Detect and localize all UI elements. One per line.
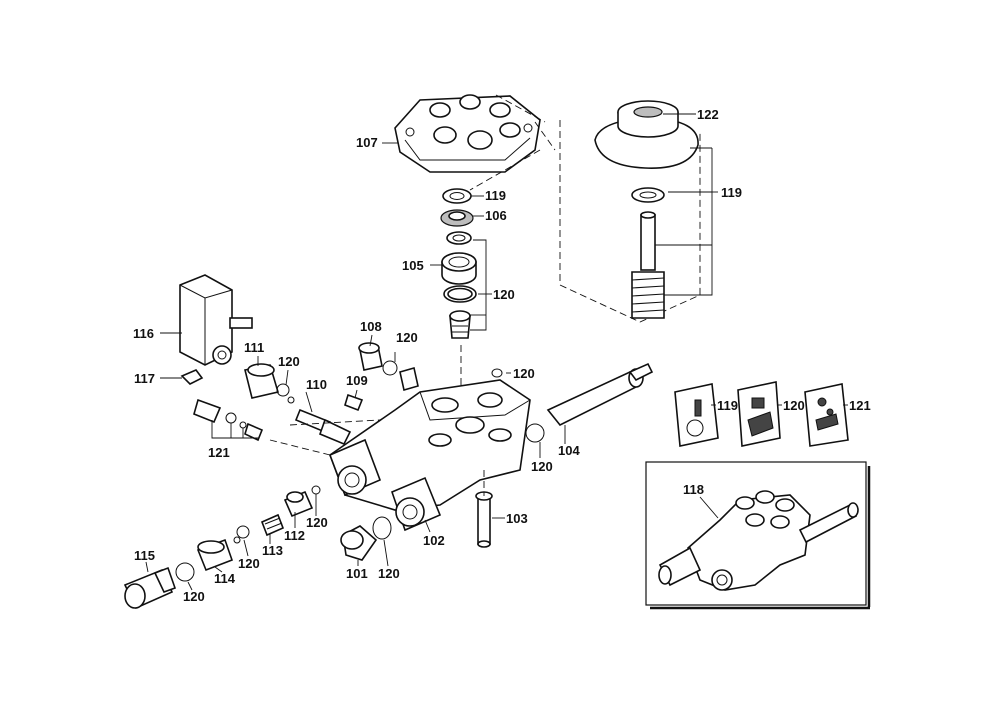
label-105: 105	[402, 258, 424, 273]
label-112: 112	[284, 528, 305, 543]
kit-120	[737, 381, 781, 447]
plug-101	[340, 516, 392, 561]
label-120-kit: 120	[783, 398, 805, 413]
label-103: 103	[506, 511, 528, 526]
kit-121	[804, 383, 849, 447]
label-119-right: 119	[721, 185, 742, 200]
label-107: 107	[356, 135, 378, 150]
leader-lines	[145, 113, 848, 591]
label-119-top: 119	[485, 188, 506, 203]
label-120-f: 120	[531, 459, 553, 474]
bolt-103	[475, 491, 493, 548]
kit-119	[674, 383, 719, 447]
label-121-kit: 121	[849, 398, 871, 413]
label-108: 108	[360, 319, 382, 334]
label-106: 106	[485, 208, 507, 223]
lower-chain	[123, 485, 321, 610]
label-104: 104	[558, 443, 580, 458]
part-labels: 107 122 119 106 119 105 120 116 108 120 …	[133, 107, 871, 604]
label-120-i: 120	[378, 566, 400, 581]
label-101: 101	[346, 566, 368, 581]
side-components	[193, 342, 503, 446]
label-102: 102	[423, 533, 445, 548]
label-121-left: 121	[208, 445, 230, 460]
label-120-stack: 120	[493, 287, 515, 302]
label-120-b: 120	[396, 330, 418, 345]
label-119-kit: 119	[717, 398, 738, 413]
label-111: 111	[244, 340, 264, 355]
valve-assembly-122	[559, 100, 701, 323]
label-120-g: 120	[306, 515, 328, 530]
label-114: 114	[214, 571, 236, 586]
label-110: 110	[306, 377, 327, 392]
label-115: 115	[134, 548, 155, 563]
pump-manifold-102	[328, 379, 531, 532]
unloader-116	[179, 274, 253, 385]
label-113: 113	[262, 543, 283, 558]
label-120-d: 120	[513, 366, 535, 381]
assembly-inset-118	[645, 461, 871, 610]
label-117: 117	[134, 371, 155, 386]
label-118: 118	[683, 482, 704, 497]
cylinder-head-107	[394, 94, 541, 173]
label-120-j: 120	[183, 589, 205, 604]
label-116: 116	[133, 326, 154, 341]
outlet-pipe-104	[525, 362, 654, 443]
label-120-h: 120	[238, 556, 260, 571]
label-120-c: 120	[278, 354, 300, 369]
label-122: 122	[697, 107, 719, 122]
seal-stack	[440, 188, 477, 339]
label-109: 109	[346, 373, 368, 388]
